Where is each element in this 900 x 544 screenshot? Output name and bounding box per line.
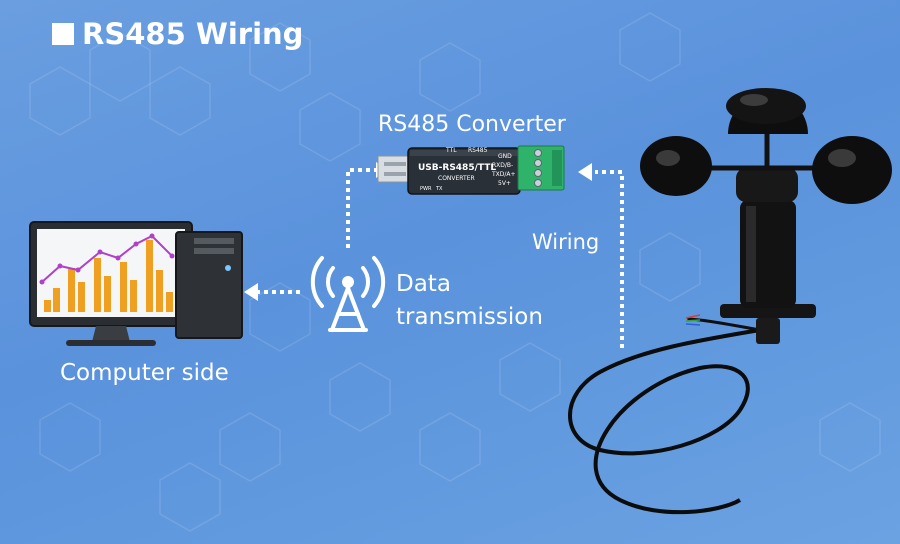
anemometer-sensor [568,88,892,515]
page-title: RS485 Wiring [52,14,303,54]
chart-point [133,241,139,247]
sub-label: CONVERTER [438,175,475,182]
pin-label: GND [498,153,512,160]
pwr-label: PWR [420,186,432,192]
computer-tower [175,231,243,339]
chart-bar [104,276,111,312]
pin-label: 5V+ [498,180,511,187]
chart-bar [156,270,163,312]
chart-point [97,249,103,255]
chart-point [39,279,45,285]
usb-rs485-converter: TTL RS485 USB-RS485/TTL CONVERTER PWR TX… [377,145,565,195]
chart-bar [78,282,85,312]
chart-bar [44,300,51,312]
chart-bar [120,262,127,312]
data-label-line2: transmission [396,304,543,330]
computer-side-label: Computer side [60,360,229,386]
title-text: RS485 Wiring [82,17,304,51]
data-label-line1: Data [396,271,451,297]
chart-bar [94,258,101,312]
chart-point [57,263,63,269]
rs485-label: RS485 [468,147,488,154]
arrow-to-converter-icon [578,163,592,181]
chart-point [149,233,155,239]
chart-bar [146,240,153,312]
chart-point [169,253,175,259]
model-label: USB-RS485/TTL [418,163,496,173]
chart-point [75,267,81,273]
pin-label: RXD/B- [492,162,513,169]
arrow-to-computer-icon [244,283,258,301]
tx-label: TX [435,186,443,192]
chart-bar [53,288,60,312]
chart-point [115,255,121,261]
chart-bar [166,292,173,312]
dotted-connectors [258,168,624,348]
monitor-chart [39,233,175,312]
antenna-tower-icon [310,256,386,332]
square-bullet-icon [52,23,74,45]
converter-label: RS485 Converter [378,112,566,137]
pin-label: TXD/A+ [491,171,516,178]
chart-bar [68,268,75,312]
wiring-label: Wiring [532,230,600,254]
data-transmission-label: Data transmission [396,268,543,334]
chart-bar [130,280,137,312]
ttl-label: TTL [445,147,457,154]
connector-sensor-to-converter [595,170,624,348]
chart-line [41,234,173,283]
connector-converter-to-antenna [346,168,378,252]
